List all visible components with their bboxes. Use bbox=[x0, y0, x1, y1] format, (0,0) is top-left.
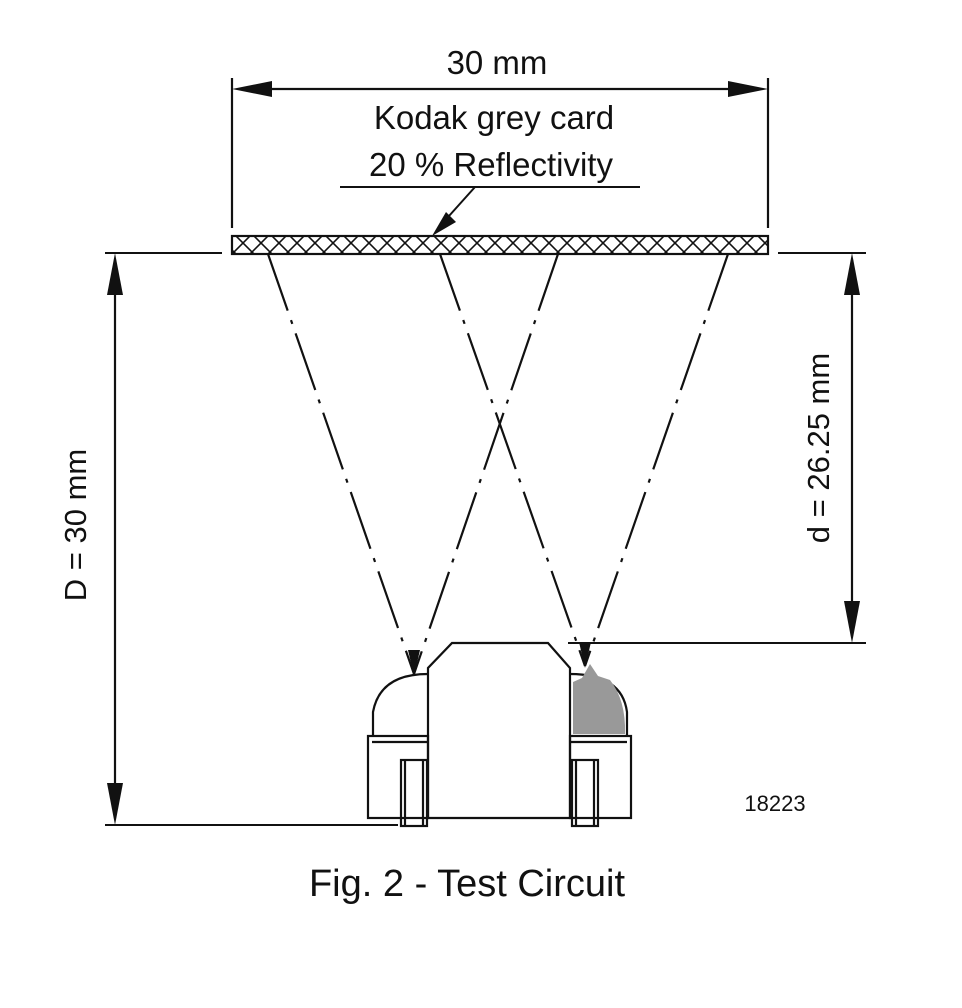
sensor-housing bbox=[426, 641, 572, 820]
beam-emitter-arrow bbox=[408, 650, 420, 676]
width-label: 30 mm bbox=[447, 44, 548, 81]
distance-D-arrow-bottom bbox=[107, 783, 123, 825]
emitter-lead bbox=[399, 758, 429, 828]
grey-card bbox=[230, 234, 770, 256]
card-label-line2: 20 % Reflectivity bbox=[369, 146, 613, 183]
width-arrow-left bbox=[232, 81, 272, 97]
beam-emitter-right bbox=[412, 253, 560, 675]
beam-detector-arrow bbox=[579, 642, 591, 668]
figure-caption: Fig. 2 - Test Circuit bbox=[309, 863, 625, 905]
card-leader-arrow bbox=[432, 212, 456, 236]
card-label-line1: Kodak grey card bbox=[374, 99, 614, 136]
distance-d-arrow-top bbox=[844, 253, 860, 295]
beam-detector-left bbox=[438, 253, 587, 667]
detector-body bbox=[568, 734, 633, 820]
emitter-dome bbox=[371, 672, 429, 736]
beam-detector-right bbox=[583, 253, 730, 667]
beam-emitter-left bbox=[266, 253, 416, 675]
card-leader bbox=[340, 186, 640, 227]
width-dimension bbox=[230, 78, 770, 228]
distance-d-arrow-bottom bbox=[844, 601, 860, 643]
width-arrow-right bbox=[728, 81, 768, 97]
emitter-body bbox=[366, 734, 430, 820]
detector-lead bbox=[570, 758, 600, 828]
distance-D-label: D = 30 mm bbox=[58, 449, 93, 601]
detector-window-shading bbox=[573, 664, 626, 734]
sensor-device bbox=[366, 641, 633, 828]
part-number: 18223 bbox=[744, 791, 805, 816]
distance-D-arrow-top bbox=[107, 253, 123, 295]
distance-d-label: d = 26.25 mm bbox=[801, 353, 836, 543]
